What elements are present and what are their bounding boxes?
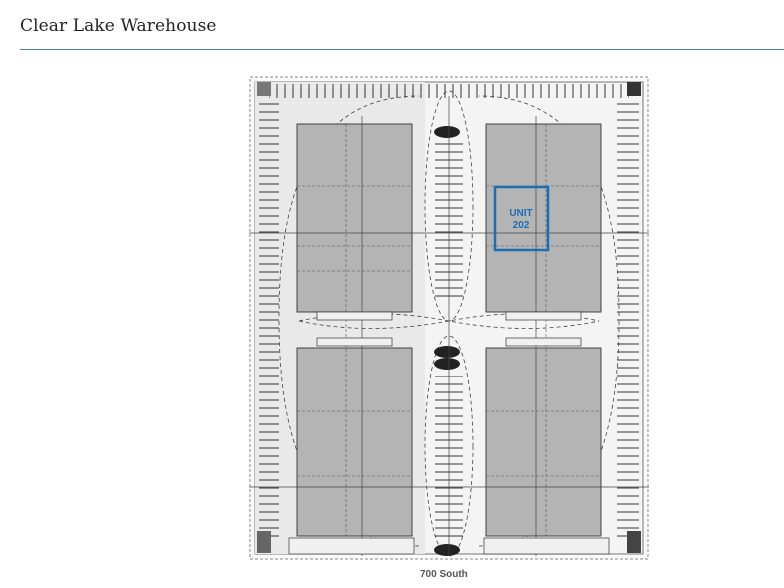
site-plan: UNIT 202 [249, 76, 649, 560]
building-nw [296, 123, 413, 313]
title-divider [20, 49, 784, 50]
parking-left [259, 100, 279, 540]
street-label: 700 South [420, 569, 468, 580]
building-se [485, 347, 602, 537]
building-ne [485, 123, 602, 313]
landscape-corner [257, 531, 271, 553]
landscape-corner [627, 82, 641, 96]
building-sw [296, 347, 413, 537]
unit-number: 202 [513, 220, 530, 231]
page-title: Clear Lake Warehouse [20, 16, 217, 36]
landscape-corner [627, 531, 641, 553]
parking-top [269, 84, 629, 98]
parking-right [617, 100, 639, 540]
unit-202-highlight [493, 185, 550, 252]
unit-label: UNIT [509, 208, 532, 219]
landscape-corner [257, 82, 271, 96]
